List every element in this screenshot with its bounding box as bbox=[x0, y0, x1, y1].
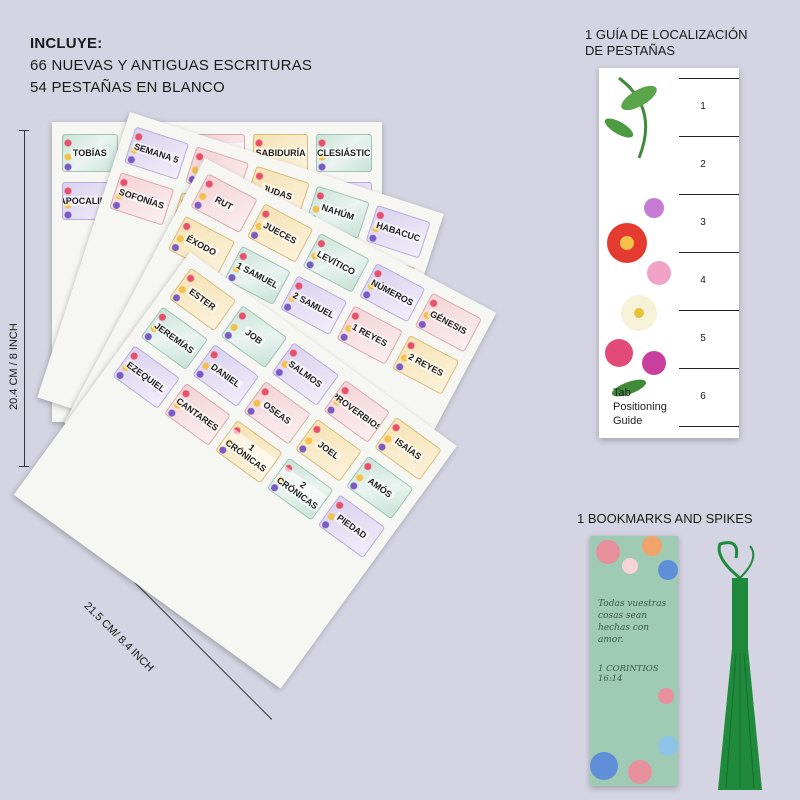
sticker-tab-label: EZEQUIEL bbox=[123, 358, 169, 396]
guide-row: 5 bbox=[679, 310, 739, 369]
bookmark-caption: 1 BOOKMARKS AND SPIKES bbox=[577, 511, 753, 526]
sticker-tab: ECLESIÁSTICO bbox=[316, 134, 372, 172]
includes-heading: INCLUYE: bbox=[30, 35, 103, 52]
sticker-tab-label: SOFONÍAS bbox=[115, 186, 168, 212]
sticker-tab: TOBÍAS bbox=[62, 134, 118, 172]
guide-caption: 1 GUÍA DE LOCALIZACIÓN DE PESTAÑAS bbox=[585, 27, 748, 59]
sticker-tab-label: 1 CRÓNICAS bbox=[221, 427, 277, 476]
sticker-tab-label: HABACUC bbox=[373, 219, 424, 245]
sticker-tab-label: 1 REYES bbox=[348, 320, 391, 350]
bookmark-quote: Todas vuestras cosas sean hechas con amo… bbox=[598, 599, 667, 645]
sticker-tab-label: 2 REYES bbox=[404, 350, 447, 380]
arrow-icon: 3 bbox=[700, 217, 706, 228]
sticker-tab-label: AMÓS bbox=[364, 474, 396, 501]
guide-caption-line1: 1 GUÍA DE LOCALIZACIÓN bbox=[585, 27, 748, 42]
sticker-tab-label: RUT bbox=[211, 193, 237, 213]
sticker-tab-label: NÚMEROS bbox=[367, 276, 417, 309]
includes-line-blank-tabs: 54 PESTAÑAS EN BLANCO bbox=[30, 79, 225, 96]
sticker-tab-label: CANTARES bbox=[172, 394, 222, 435]
sticker-tab-label: TOBÍAS bbox=[70, 148, 109, 158]
sticker-tab-label: SEMANA 5 bbox=[130, 140, 182, 166]
bookmark-floral-decoration bbox=[590, 536, 678, 784]
sticker-tab-label: ISAÍAS bbox=[391, 434, 425, 463]
guide-label: Tab Positioning Guide bbox=[613, 386, 693, 428]
includes-line-scriptures: 66 NUEVAS Y ANTIGUAS ESCRITURAS bbox=[30, 57, 313, 74]
guide-row: 1 bbox=[679, 78, 739, 137]
guide-row: 3 bbox=[679, 194, 739, 253]
sticker-tab-label: SALMOS bbox=[285, 357, 326, 391]
guide-label-line3: Guide bbox=[613, 415, 643, 427]
guide-row: 4 bbox=[679, 252, 739, 311]
bookmark-reference: 1 CORINTIOS 16:14 bbox=[598, 664, 659, 684]
arrow-icon: 2 bbox=[700, 159, 706, 170]
sticker-tab-label: JOEL bbox=[314, 438, 343, 463]
guide-row: 6 bbox=[679, 368, 739, 427]
sticker-tab-label: SABIDURÍA bbox=[253, 148, 308, 158]
tab-positioning-guide: 1 2 3 4 5 6 Tab Positioning Guide bbox=[599, 68, 739, 438]
sticker-tab-label: PROVERBIOS bbox=[327, 388, 386, 435]
sticker-tab: SEMANA 5 bbox=[124, 126, 189, 180]
sticker-tab-label: ECLESIÁSTICO bbox=[317, 148, 371, 158]
sticker-tab-label: DANIEL bbox=[207, 360, 244, 391]
sticker-tab-label: 2 CRÓNICAS bbox=[272, 465, 328, 513]
bookmark: Todas vuestras cosas sean hechas con amo… bbox=[590, 536, 678, 786]
sticker-tab-label: PIEDAD bbox=[333, 511, 371, 542]
tassel-icon bbox=[717, 541, 762, 790]
guide-row-end bbox=[679, 426, 739, 438]
sticker-tab: SOFONÍAS bbox=[109, 172, 174, 226]
sticker-tab-label: GÉNESIS bbox=[426, 307, 471, 338]
arrow-icon: 6 bbox=[700, 391, 706, 402]
sticker-tab-label: JEREMÍAS bbox=[150, 319, 198, 357]
guide-row: 2 bbox=[679, 136, 739, 195]
sticker-tab-label: JOB bbox=[241, 326, 266, 348]
arrow-icon: 1 bbox=[700, 101, 706, 112]
sticker-tab-label: ESTER bbox=[185, 285, 220, 314]
includes-block: INCLUYE: 66 NUEVAS Y ANTIGUAS ESCRITURAS… bbox=[30, 33, 312, 99]
height-dimension-tick-top bbox=[19, 130, 29, 131]
guide-caption-line2: DE PESTAÑAS bbox=[585, 43, 676, 58]
sticker-tab-label: 2 SAMUEL bbox=[289, 289, 338, 322]
arrow-icon: 4 bbox=[700, 275, 706, 286]
sticker-tab-label: JUECES bbox=[259, 219, 300, 247]
arrow-icon: 5 bbox=[700, 333, 706, 344]
height-dimension-label: 20.4 CM / 8 INCH bbox=[8, 323, 20, 410]
sticker-tab-label: NAHÚM bbox=[318, 201, 358, 223]
sticker-tab-label: 1 SAMUEL bbox=[233, 259, 282, 292]
guide-label-line1: Tab bbox=[613, 387, 631, 399]
sticker-tab-label: APOCALIPSIS bbox=[62, 196, 117, 206]
height-dimension-line bbox=[24, 130, 25, 466]
floral-illustration bbox=[604, 76, 671, 397]
guide-label-line2: Positioning bbox=[613, 401, 667, 413]
sticker-tab-label: OSEAS bbox=[259, 398, 295, 428]
width-dimension-label: 21.5 CM/ 8.4 INCH bbox=[81, 600, 156, 675]
sticker-tab-label: LEVÍTICO bbox=[313, 247, 359, 278]
height-dimension-tick-bottom bbox=[19, 466, 29, 467]
